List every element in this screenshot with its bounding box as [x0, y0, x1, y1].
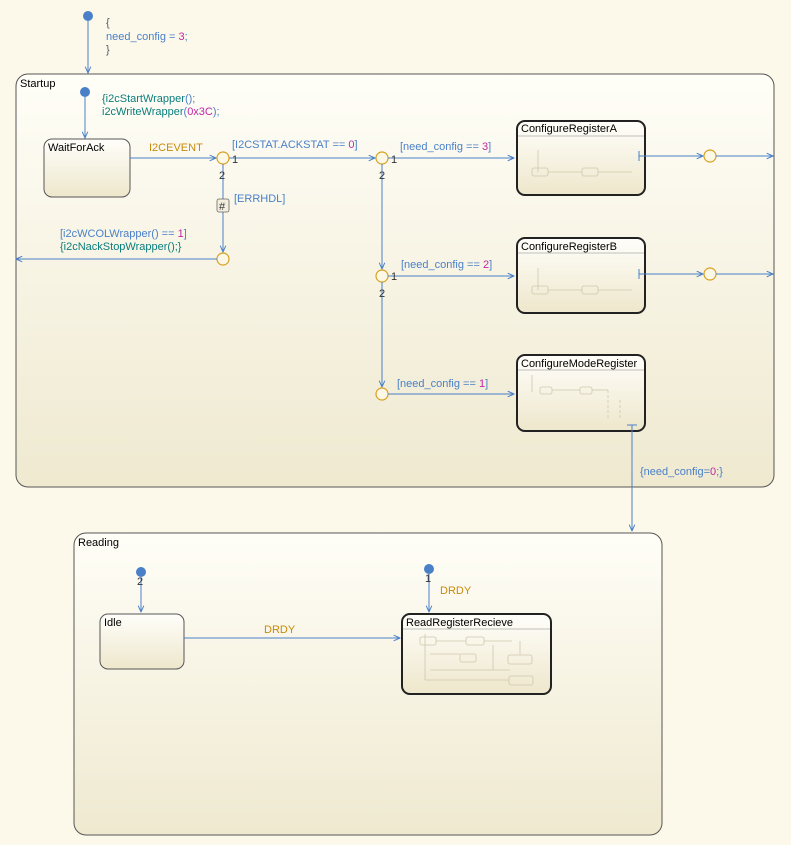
order-1-a: 1 — [391, 154, 397, 166]
junction-2[interactable] — [375, 151, 389, 165]
state-configure-register-b[interactable] — [516, 237, 646, 314]
hash-symbol: # — [219, 201, 226, 213]
state-idle-label: Idle — [104, 617, 122, 629]
idle-default-dot — [136, 567, 146, 577]
event-drdy-default: DRDY — [440, 585, 472, 597]
reading-title: Reading — [78, 537, 119, 549]
state-configure-mode-register[interactable] — [516, 354, 646, 432]
action-nackstop: {i2cNackStopWrapper();} — [60, 241, 182, 253]
junction-1[interactable] — [216, 151, 230, 165]
state-a-label: ConfigureRegisterA — [521, 123, 618, 135]
state-configure-register-a[interactable] — [516, 120, 646, 196]
condition-config-c: [need_config == 1] — [397, 378, 488, 390]
condition-ackstat: [I2CSTAT.ACKSTAT == 0] — [232, 139, 358, 151]
state-r-label: ReadRegisterRecieve — [406, 617, 513, 629]
entry-action-2: i2cWriteWrapper(0x3C); — [102, 106, 220, 118]
condition-config-b: [need_config == 2] — [401, 259, 492, 271]
junction-4[interactable] — [375, 387, 389, 401]
idle-default-order: 2 — [137, 576, 143, 588]
history-hash-box — [216, 198, 230, 213]
action-need-config-reset: {need_config=0;} — [640, 466, 723, 478]
state-idle[interactable] — [99, 613, 185, 670]
top-action-close: } — [106, 44, 110, 56]
reading-superstate[interactable] — [73, 532, 663, 836]
state-c-label: ConfigureModeRegister — [521, 358, 638, 370]
top-action-statement: need_config = 3; — [106, 31, 188, 43]
startup-default-dot — [80, 87, 90, 97]
condition-config-a: [need_config == 3] — [400, 141, 491, 153]
condition-wcol: [i2cWCOLWrapper() == 1] — [60, 228, 187, 240]
junction-3[interactable] — [375, 269, 389, 283]
order-2-err: 2 — [219, 170, 225, 182]
event-i2cevent: I2CEVENT — [149, 142, 203, 154]
state-read-register-recieve[interactable] — [401, 613, 552, 695]
state-waitforack[interactable] — [43, 138, 131, 198]
junction-exit-a[interactable] — [703, 149, 717, 163]
event-drdy-idle: DRDY — [264, 624, 296, 636]
state-c-subchart-preview — [531, 375, 621, 420]
junction-error[interactable] — [216, 252, 230, 266]
default-transition-dot — [83, 11, 93, 21]
state-waitforack-label: WaitForAck — [48, 142, 105, 154]
state-b-subchart-preview — [531, 268, 632, 295]
read-default-dot — [424, 564, 434, 574]
state-a-subchart-preview — [531, 150, 632, 177]
state-r-subchart-preview — [419, 634, 534, 686]
state-b-label: ConfigureRegisterB — [521, 241, 617, 253]
order-2-j2: 2 — [379, 170, 385, 182]
junction-exit-b[interactable] — [703, 267, 717, 281]
order-2-j3: 2 — [379, 288, 385, 300]
order-1-ack: 1 — [232, 154, 238, 166]
entry-action-1: {i2cStartWrapper(); — [102, 93, 195, 105]
condition-errhdl: [ERRHDL] — [234, 193, 285, 205]
read-default-order: 1 — [425, 573, 431, 585]
order-1-b: 1 — [391, 271, 397, 283]
top-action-open: { — [106, 17, 110, 29]
startup-title: Startup — [20, 78, 55, 90]
